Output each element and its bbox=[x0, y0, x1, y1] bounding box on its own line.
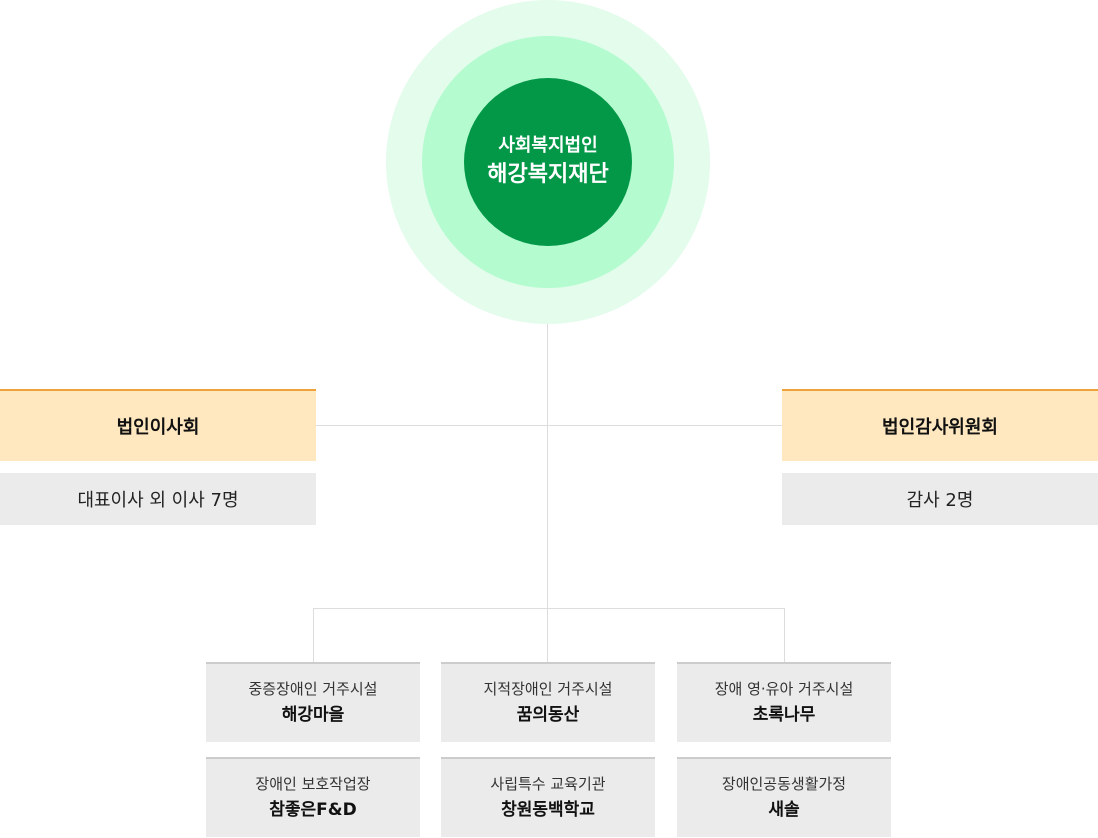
foundation-subtitle: 사회복지법인 bbox=[498, 135, 598, 156]
audit-detail: 감사 2명 bbox=[906, 490, 974, 511]
board-detail-box: 대표이사 외 이사 7명 bbox=[0, 473, 316, 525]
facility-box: 장애 영·유아 거주시설 초록나무 bbox=[677, 662, 891, 742]
facility-type: 중증장애인 거주시설 bbox=[248, 680, 378, 698]
foundation-name: 해강복지재단 bbox=[487, 162, 609, 187]
horizontal-branch-line bbox=[316, 425, 782, 426]
facility-bus-line bbox=[313, 608, 785, 609]
audit-title: 법인감사위원회 bbox=[882, 417, 998, 438]
facility-name: 창원동백학교 bbox=[501, 800, 595, 820]
facility-right-drop-line bbox=[784, 608, 785, 662]
facility-type: 지적장애인 거주시설 bbox=[483, 680, 613, 698]
facility-type: 장애인공동생활가정 bbox=[721, 775, 847, 793]
board-header: 법인이사회 bbox=[0, 389, 316, 461]
facility-box: 지적장애인 거주시설 꿈의동산 bbox=[441, 662, 655, 742]
facility-name: 해강마을 bbox=[281, 705, 345, 725]
facility-left-drop-line bbox=[313, 608, 314, 662]
facility-box: 장애인공동생활가정 새솔 bbox=[677, 757, 891, 837]
facility-type: 장애인 보호작업장 bbox=[255, 775, 371, 793]
facility-box: 장애인 보호작업장 참좋은F&D bbox=[206, 757, 420, 837]
board-title: 법인이사회 bbox=[116, 417, 200, 438]
facility-type: 장애 영·유아 거주시설 bbox=[714, 680, 854, 698]
foundation-node: 사회복지법인 해강복지재단 bbox=[464, 78, 632, 246]
facility-name: 새솔 bbox=[768, 800, 800, 820]
facility-name: 참좋은F&D bbox=[269, 800, 357, 820]
facility-box: 중증장애인 거주시설 해강마을 bbox=[206, 662, 420, 742]
facility-box: 사립특수 교육기관 창원동백학교 bbox=[441, 757, 655, 837]
board-detail: 대표이사 외 이사 7명 bbox=[77, 490, 239, 511]
facility-center-drop-line bbox=[547, 608, 548, 662]
facility-name: 초록나무 bbox=[752, 705, 816, 725]
facility-name: 꿈의동산 bbox=[516, 705, 580, 725]
audit-detail-box: 감사 2명 bbox=[782, 473, 1098, 525]
trunk-line bbox=[547, 324, 548, 609]
audit-header: 법인감사위원회 bbox=[782, 389, 1098, 461]
facility-type: 사립특수 교육기관 bbox=[490, 775, 606, 793]
